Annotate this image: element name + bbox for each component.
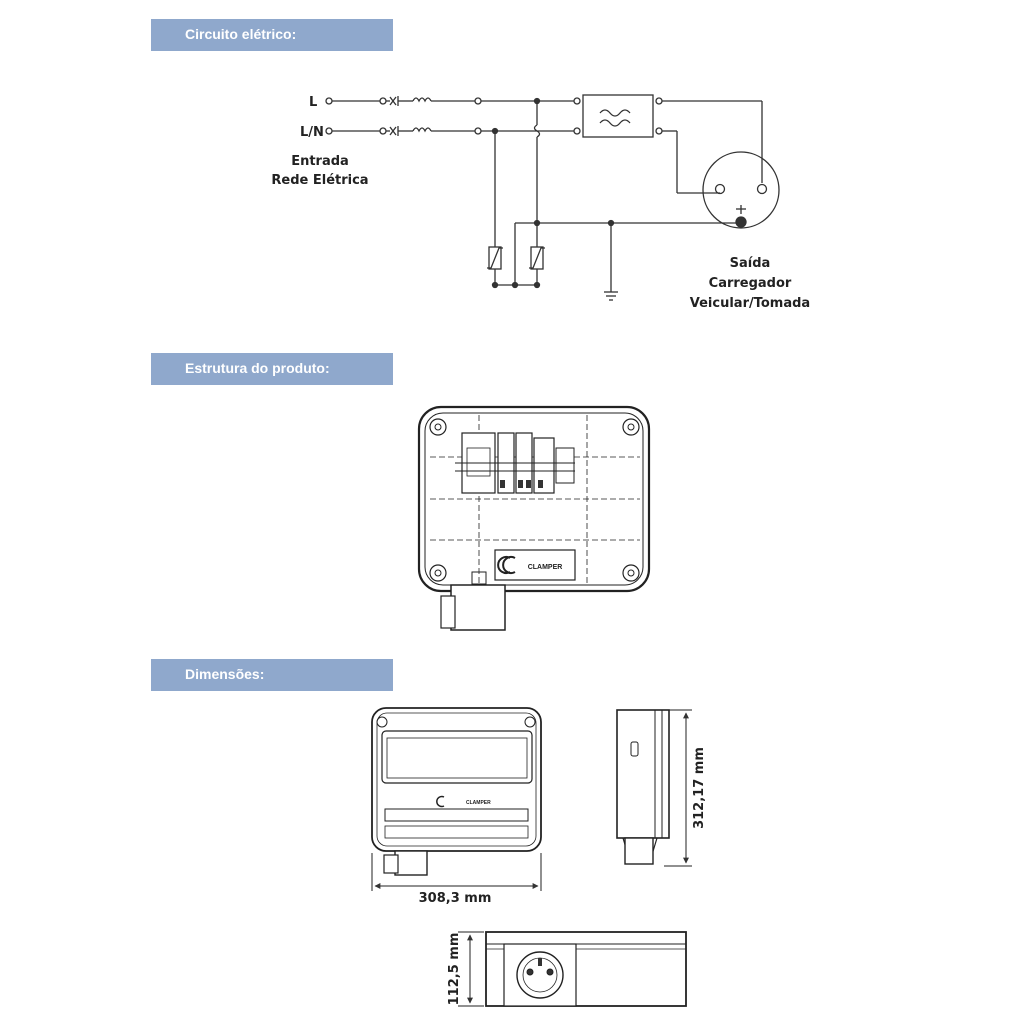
depth-dimension-line — [458, 931, 484, 1007]
label-line-l: L — [309, 95, 317, 110]
structure-brand-logo: CLAMPER — [528, 564, 563, 571]
dimension-side-view — [616, 709, 670, 865]
breaker-l — [386, 96, 475, 106]
filter-box — [582, 94, 654, 138]
label-output-1: Saída — [730, 256, 771, 271]
dimension-front-view — [371, 707, 542, 876]
dimension-brand-logo: CLAMPER — [466, 800, 491, 806]
width-dimension-line — [371, 853, 542, 891]
dimension-bottom-view — [485, 931, 687, 1007]
height-dimension-line — [664, 709, 692, 867]
label-input-1: Entrada — [291, 154, 349, 169]
circuit-diagram — [325, 94, 780, 301]
product-structure-drawing — [417, 405, 651, 631]
breaker-ln — [386, 126, 475, 136]
section-header-structure: Estrutura do produto: — [151, 353, 393, 385]
width-dimension-label: 308,3 mm — [419, 891, 492, 906]
ground-icon — [604, 291, 618, 301]
height-dimension-label: 312,17 mm — [692, 747, 707, 829]
label-line-ln: L/N — [300, 125, 324, 140]
section-header-dimensions: Dimensões: — [151, 659, 393, 691]
label-input-2: Rede Elétrica — [271, 173, 368, 188]
section-header-circuit: Circuito elétrico: — [151, 19, 393, 51]
socket-outlet — [702, 151, 780, 229]
depth-dimension-label: 112,5 mm — [447, 933, 462, 1006]
label-output-3: Veicular/Tomada — [690, 296, 810, 311]
label-output-2: Carregador — [709, 276, 792, 291]
